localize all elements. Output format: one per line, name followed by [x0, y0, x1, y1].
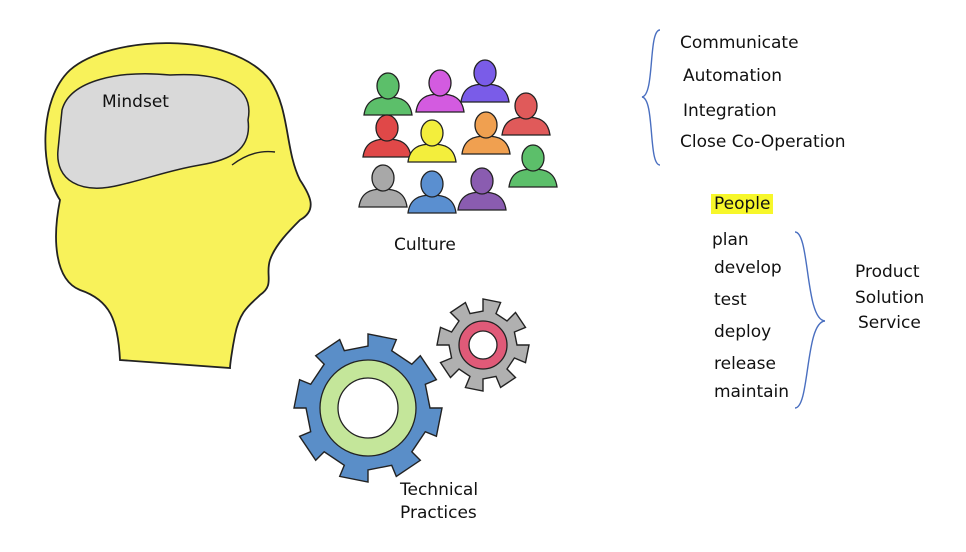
person-icon [508, 144, 558, 188]
mindset-label: Mindset [102, 92, 169, 112]
person-icon [363, 72, 413, 116]
person-icon [457, 167, 507, 211]
people-group [358, 59, 558, 214]
output-item: Service [858, 313, 921, 333]
value-item: Automation [683, 66, 783, 86]
lifecycle-item: deploy [714, 322, 772, 342]
small-gear-icon [436, 298, 530, 392]
value-item: Integration [683, 101, 777, 121]
output-item: Product [855, 262, 920, 282]
brain-shape [57, 73, 250, 189]
people-label: People [711, 194, 774, 214]
person-icon [501, 92, 551, 136]
person-icon [362, 114, 412, 158]
person-icon [358, 164, 408, 208]
values-brace [641, 29, 661, 166]
person-icon [407, 170, 457, 214]
person-icon [415, 69, 465, 113]
person-icon [461, 111, 511, 155]
lifecycle-item: maintain [714, 382, 790, 402]
practices-label: Practices [400, 503, 477, 523]
output-item: Solution [855, 288, 925, 308]
ear-line [231, 150, 276, 166]
culture-label: Culture [394, 235, 456, 255]
lifecycle-item: develop [714, 258, 782, 278]
person-icon [407, 119, 457, 163]
value-item: Close Co-Operation [680, 132, 846, 152]
gears-group [293, 298, 530, 483]
technical-label: Technical [400, 480, 479, 500]
value-item: Communicate [680, 33, 799, 53]
person-icon [460, 59, 510, 103]
lifecycle-item: release [714, 354, 776, 374]
lifecycle-brace [794, 231, 826, 409]
lifecycle-item: test [714, 290, 747, 310]
lifecycle-item: plan [712, 230, 749, 250]
large-gear-icon [293, 333, 443, 483]
